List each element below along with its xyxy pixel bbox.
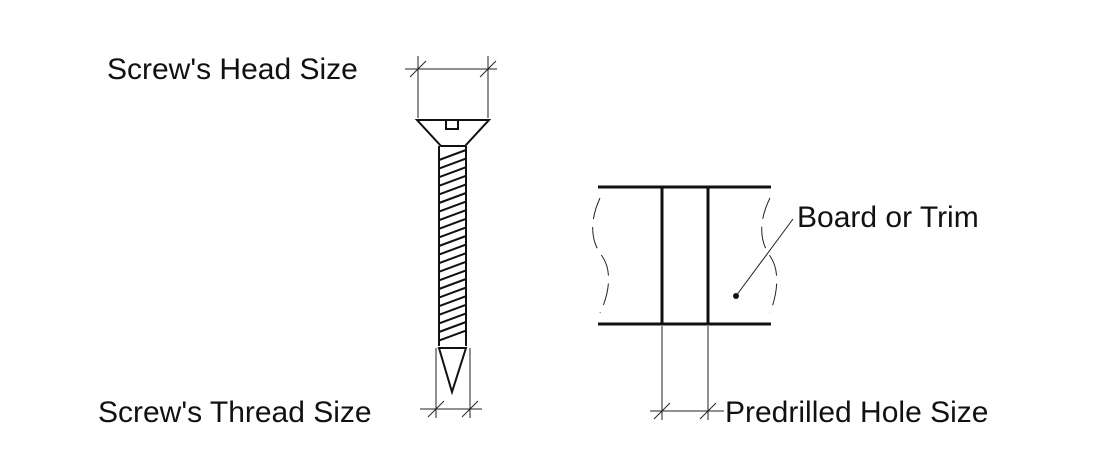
thread-line [438, 321, 467, 333]
thread-line [438, 303, 467, 316]
thread-line [438, 278, 467, 290]
screw-threads [438, 149, 467, 342]
thread-line [438, 329, 467, 342]
thread-size-dimension [420, 348, 482, 418]
thread-line [438, 295, 467, 308]
screw-tip [437, 347, 468, 396]
screw-tip-outline [437, 347, 468, 396]
thread-line [438, 183, 467, 196]
screw-head-outline [414, 119, 492, 147]
head-size-dimension [405, 56, 497, 118]
board-break-line-right [761, 197, 778, 314]
hole-tick-right [699, 402, 717, 420]
thread-line [438, 235, 467, 247]
hole-tick-left [653, 402, 671, 420]
thread-line [438, 209, 467, 222]
thread-line [438, 260, 467, 273]
thread-line [438, 226, 467, 239]
screw-shank [438, 146, 467, 346]
thread-line [438, 243, 467, 256]
board-leader [733, 218, 794, 299]
thread-line [438, 312, 467, 325]
thread-tick-right [461, 400, 479, 418]
thread-line [438, 217, 467, 230]
head-size-label: Screw's Head Size [107, 53, 358, 86]
thread-line [438, 286, 467, 299]
thread-line [438, 157, 467, 170]
hole-size-label: Predrilled Hole Size [725, 396, 989, 429]
thread-line [438, 269, 467, 282]
board-section [592, 185, 778, 326]
hole-size-dimension [650, 326, 724, 420]
head-tick-left [409, 60, 427, 78]
thread-size-label: Screw's Thread Size [98, 396, 372, 429]
head-tick-right [479, 60, 497, 78]
thread-line [438, 252, 467, 265]
board-leader-dot [733, 293, 739, 299]
thread-line [438, 200, 467, 213]
board-break-line-left [592, 197, 609, 314]
thread-line [438, 192, 467, 204]
board-leader-line [735, 218, 794, 297]
screw-head-slot [445, 120, 459, 130]
thread-tick-left [427, 400, 445, 418]
screw-head [414, 119, 492, 147]
thread-line [438, 174, 467, 187]
board-label: Board or Trim [797, 201, 979, 234]
thread-line [438, 166, 467, 179]
thread-line [438, 149, 467, 161]
